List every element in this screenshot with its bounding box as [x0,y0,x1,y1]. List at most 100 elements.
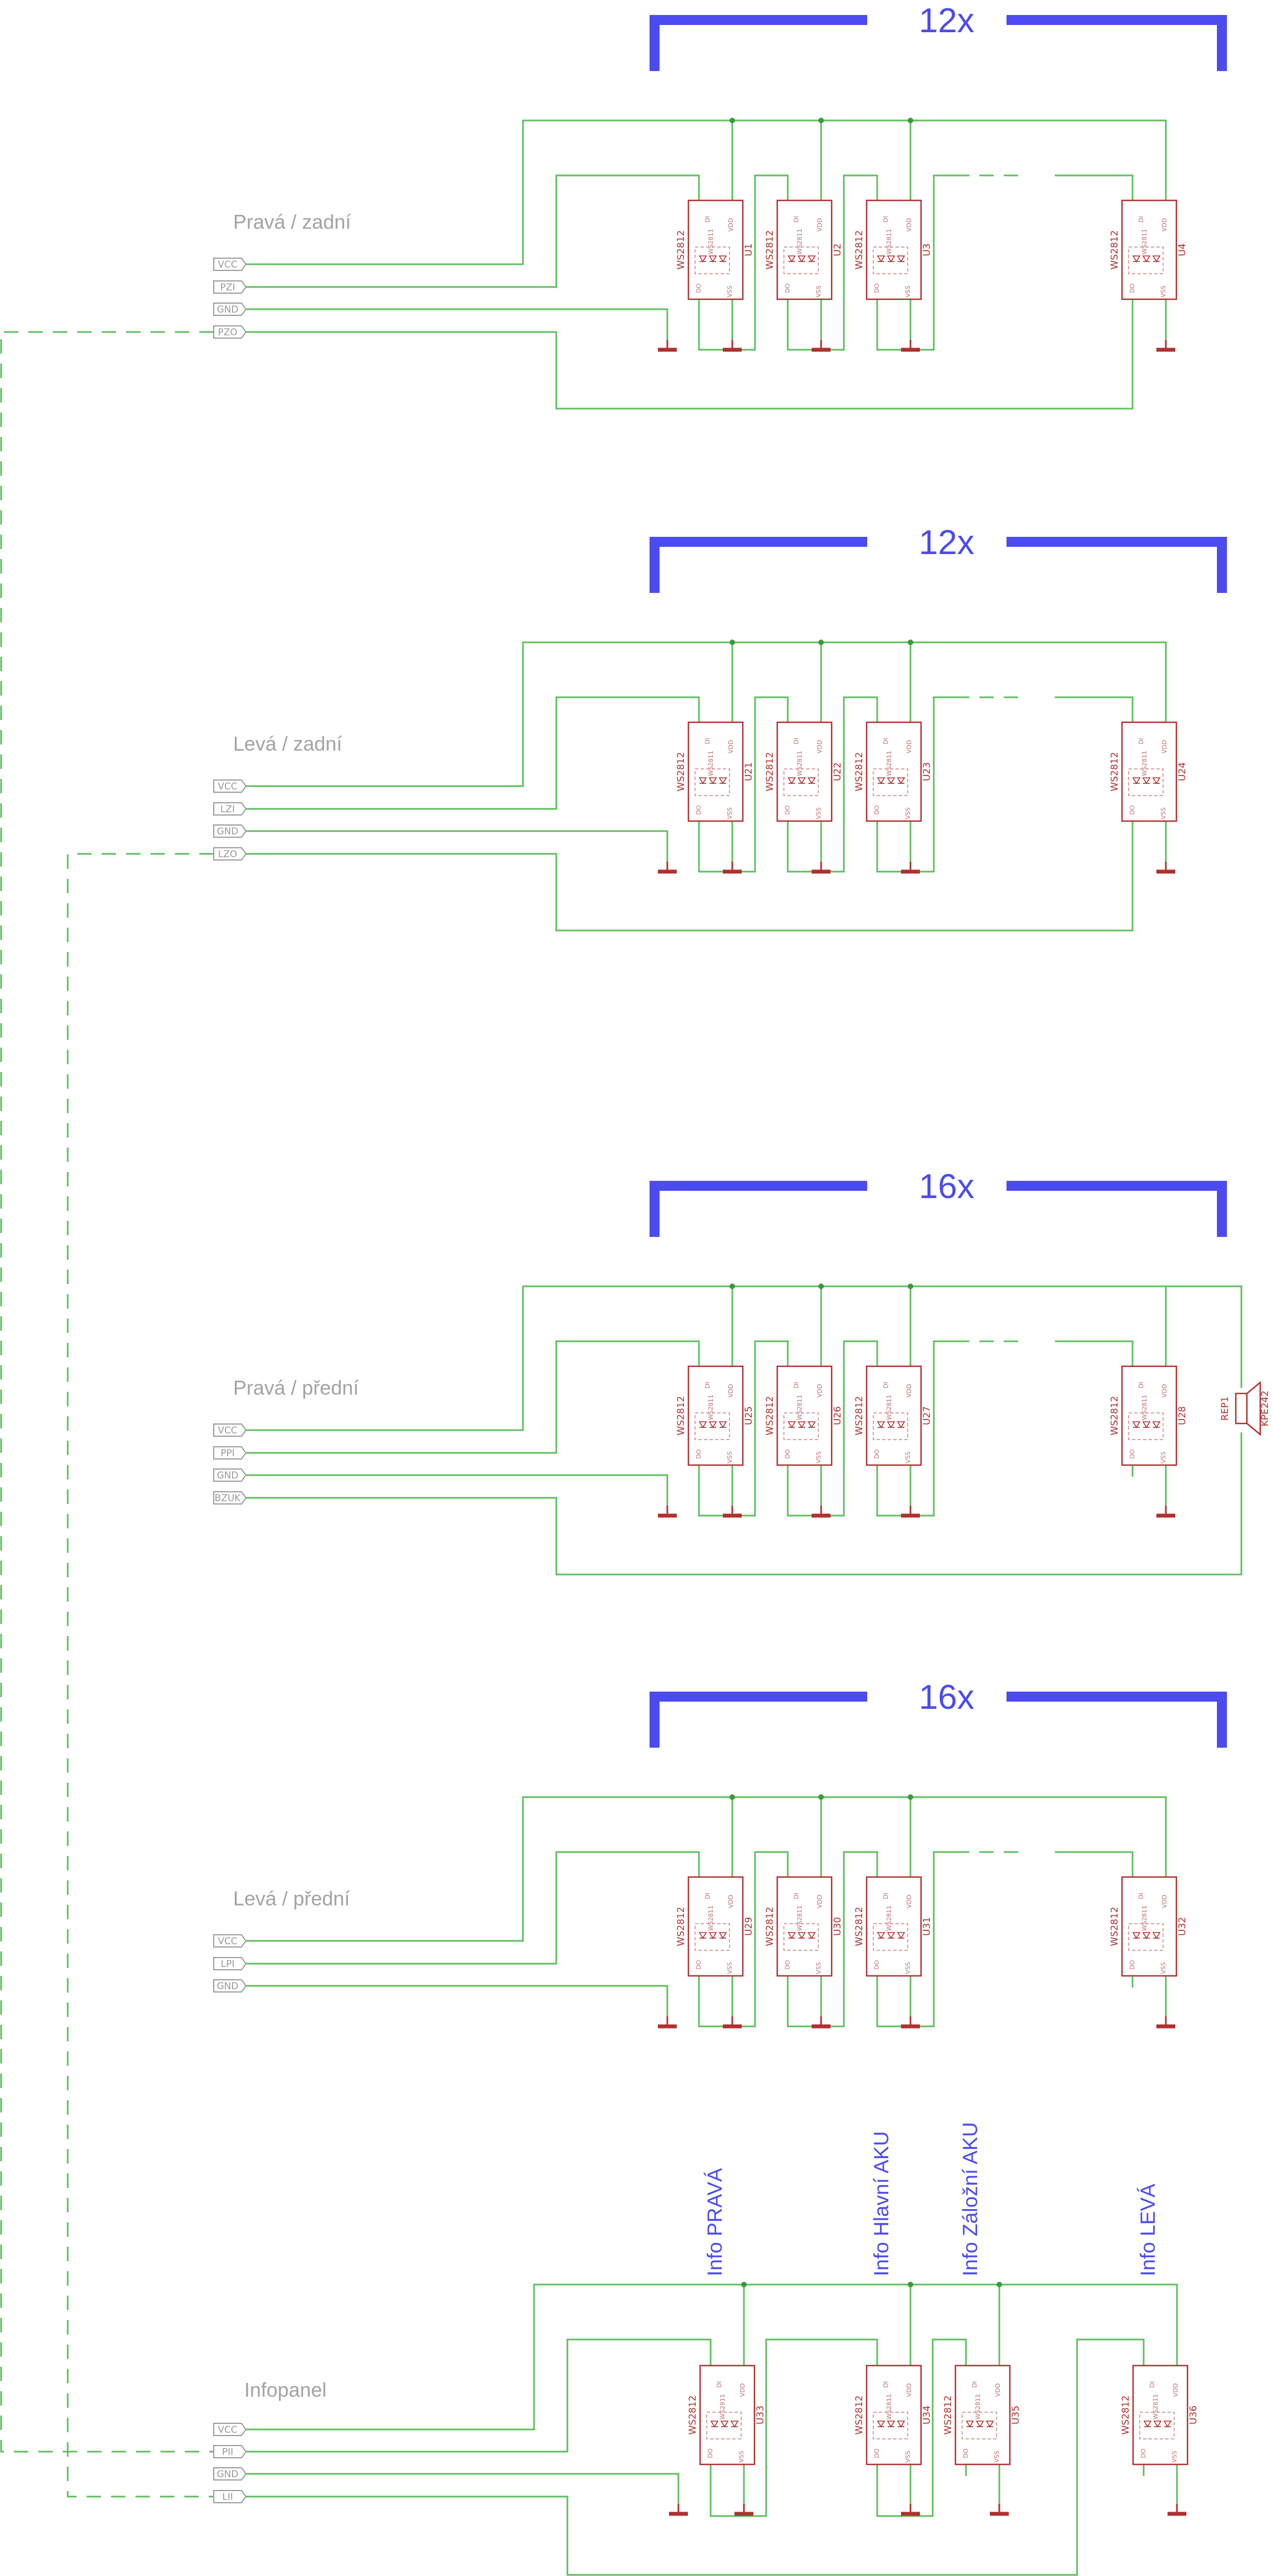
led-icon [730,2421,739,2428]
chip-ref: U24 [1177,762,1188,781]
led-icon [897,777,905,784]
led-icon [698,255,707,263]
chip-pin-label: DI [882,1893,889,1899]
chip-pin-label: WS2811 [1141,751,1148,776]
chip-ref: U2 [832,243,843,256]
chip-ref: U31 [922,1917,933,1936]
chip-pin-label: VDD [727,740,734,753]
chip-pin-label: WS2811 [707,1905,715,1931]
chip-part-name: WS2812 [854,2396,865,2435]
chip-pin-label: WS2811 [1141,1395,1148,1420]
chip-pin-label: WS2811 [885,1395,893,1420]
section-title: Levá / zadní [233,732,342,755]
net-label-flag [213,1446,247,1460]
pzo-to-pii-dashed [0,331,214,2453]
chip-pin-label: VDD [1161,1384,1168,1397]
net-label-flag [213,1934,247,1948]
chip-pin-label: DI [882,2381,889,2388]
chip-pin-label: DI [793,1382,800,1388]
led-icon [718,777,727,784]
chip-pin-label: VDD [905,218,913,232]
led-icon [1142,255,1151,263]
junction-dot [908,640,913,645]
led-count-label: 16x [919,1168,974,1206]
chip-led-array [873,2412,908,2439]
led-icon [887,1932,895,1939]
count-bracket-right [1007,537,1227,593]
led-icon [718,255,727,263]
data-link [787,696,878,873]
net-label: GND [217,826,239,837]
chip-pin-label: DI [1138,1382,1145,1388]
junction-dot [818,1284,824,1289]
data-link [698,696,789,873]
chip-pin-label: WS2811 [1141,229,1148,254]
lii-wire [246,2338,1145,2576]
buzzer-vcc-wire [1166,1285,1242,1388]
led-icon [1152,1932,1161,1939]
led-icon [975,2421,984,2428]
led-icon [897,1932,905,1939]
chip-pin-label: DI [704,1382,711,1388]
led-icon [797,777,806,784]
chip-body [866,1876,922,1977]
info-label: Info Záložní AKU [959,2122,982,2276]
gnd-wire [246,308,668,340]
chip-pin-label: VSS [904,2451,912,2463]
chip-pin-label: VSS [726,1451,733,1463]
chip-pin-label: DO [1140,2448,1147,2458]
chip-part-name: WS2812 [854,752,865,792]
chip-body [866,1365,922,1466]
chip-pin-label: VSS [904,1962,912,1974]
junction-dot [729,640,735,645]
chip-pin-label: VSS [904,285,912,298]
net-label-flag [213,258,247,271]
net-label-flag [213,280,247,294]
chip-pin-label: WS2811 [707,229,715,254]
bzuk-wire [246,1432,1242,1576]
chip-part-name: WS2812 [676,230,687,270]
chip-pin-label: VSS [1160,1962,1167,1974]
chip-pin-label: DO [873,1449,880,1458]
net-label-flag [213,1423,247,1437]
chip-pin-label: DO [707,2448,714,2458]
net-label-flag [213,1979,247,1993]
led-icon [877,1421,885,1428]
chip-pin-label: DO [695,805,702,814]
chip-pin-label: VDD [816,218,823,232]
led-icon [985,2421,994,2428]
chip-pin-label: VDD [994,2383,1002,2397]
chip-led-array [1128,768,1164,796]
chip-pin-label: VDD [739,2383,746,2397]
chip-pin-label: DO [1129,283,1136,293]
data-in-wire [246,696,700,810]
chip-part-name: WS2812 [676,1907,687,1946]
info-label: Info PRAVÁ [703,2168,726,2276]
chip-part-name: WS2812 [943,2396,954,2435]
chip-pin-label: WS2811 [885,229,893,254]
junction-dot [818,118,824,123]
led-icon [1132,777,1141,784]
net-label-flag [213,2423,247,2436]
chip-ref: U23 [922,762,933,781]
led-count-label: 12x [919,524,974,562]
chip-body [1121,1876,1178,1977]
net-label-flag [213,1491,247,1505]
chip-pin-label: DO [1129,805,1136,814]
net-label: PZO [218,327,237,338]
chip-pin-label: DO [784,1960,791,1969]
led-icon [708,1932,717,1939]
chip-pin-label: VDD [1172,2383,1179,2397]
chip-pin-label: VSS [726,807,733,819]
chip-part-name: WS2812 [676,752,687,792]
chip-ref: U34 [922,2406,933,2424]
chip-body [687,1876,744,1977]
data-link [876,696,955,873]
chip-pin-label: DO [962,2448,969,2458]
net-label: PZI [220,282,235,293]
junction-dot [729,1284,735,1289]
junction-dot [908,2282,913,2287]
